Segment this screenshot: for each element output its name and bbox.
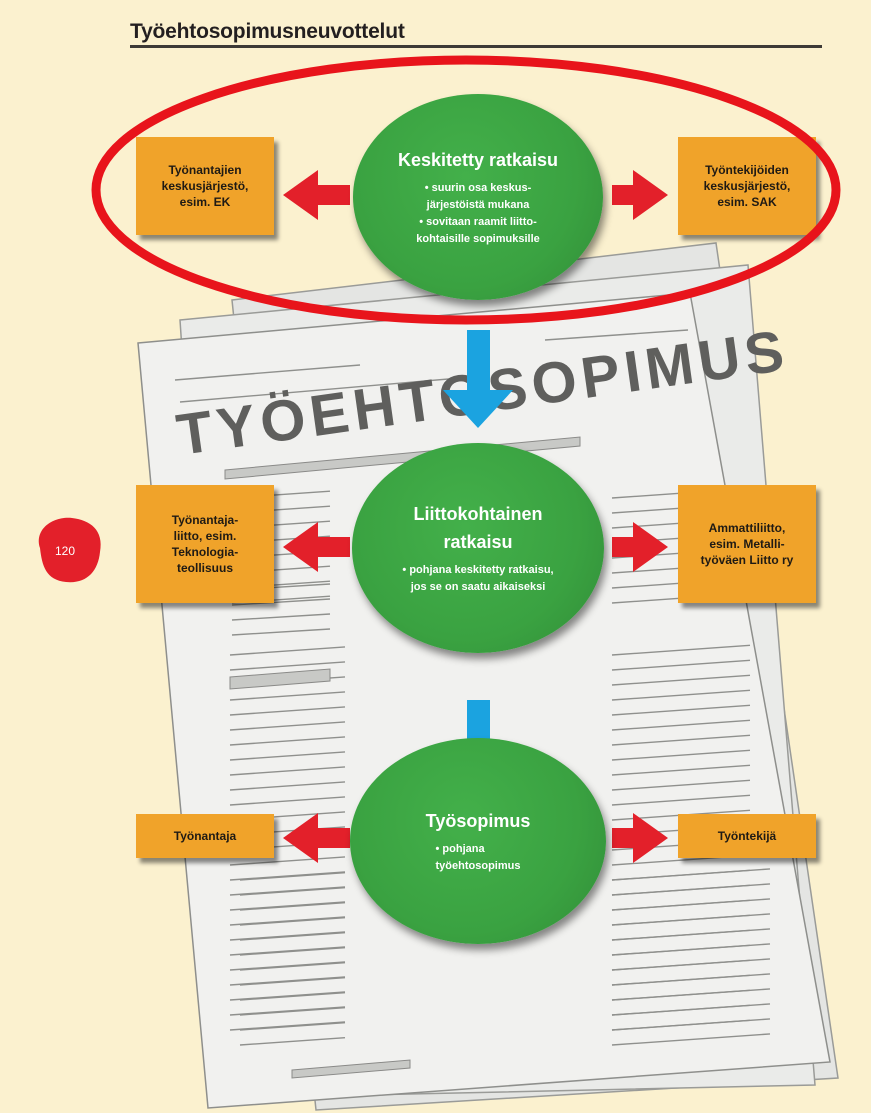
box-trade-union: Ammattiliitto, esim. Metalli- työväen Li… <box>678 485 816 603</box>
document-line <box>611 704 751 716</box>
red-arrow-left-2 <box>283 522 350 572</box>
bullet-item: • sovitaan raamit liitto- kohtaisille so… <box>416 216 540 245</box>
document-line <box>229 691 346 701</box>
box-employer-union: Työnantaja- liitto, esim. Teknologia- te… <box>136 485 274 603</box>
page-number-blob <box>38 517 101 583</box>
document-line <box>174 364 361 381</box>
document-line <box>611 521 691 529</box>
circle-centralized-solution: Keskitetty ratkaisu • suurin osa keskus-… <box>353 94 603 300</box>
document-line <box>611 596 691 604</box>
document-line <box>611 581 691 589</box>
document-line <box>239 1021 346 1031</box>
document-line <box>611 491 691 499</box>
document-line <box>611 958 771 971</box>
document-line <box>239 886 346 896</box>
document-line <box>611 719 751 731</box>
document-line <box>239 916 346 926</box>
document-line <box>611 1003 771 1016</box>
circle-union-level-solution: Liittokohtainen ratkaisu • pohjana keski… <box>352 443 604 653</box>
document-line <box>611 913 771 926</box>
document-line <box>611 988 771 1001</box>
red-arrow-left-1 <box>283 170 350 220</box>
document-line <box>229 736 346 746</box>
document-line <box>239 871 346 881</box>
document-line <box>611 764 751 776</box>
document-line <box>231 598 331 606</box>
red-arrow-right-2 <box>612 522 668 572</box>
page-number: 120 <box>54 544 76 558</box>
document-line <box>239 946 346 956</box>
bullet-item: • pohjana keskitetty ratkaisu, jos se on… <box>402 564 554 593</box>
document-line <box>229 661 346 671</box>
box-employee-central-org: Työntekijöiden keskusjärjestö, esim. SAK <box>678 137 816 235</box>
document-line <box>611 644 751 656</box>
document-line <box>611 674 751 686</box>
document-line <box>229 646 346 656</box>
document-text-lines <box>174 329 771 1046</box>
document-line <box>239 901 346 911</box>
document-line <box>239 1006 346 1016</box>
red-arrow-left-3 <box>283 813 350 863</box>
document-line <box>544 329 689 341</box>
document-line <box>611 794 751 806</box>
document-line <box>179 377 461 403</box>
document-line <box>611 689 751 701</box>
document-line <box>611 566 691 574</box>
title-underline <box>130 45 822 48</box>
circle-title: Työsopimus <box>425 811 531 831</box>
document-line <box>611 943 771 956</box>
document-line <box>611 973 771 986</box>
document-line <box>239 991 346 1001</box>
bullet-list: • pohjana työehtosopimus <box>436 841 521 875</box>
document-line <box>611 659 751 671</box>
page-title: Työehtosopimusneuvottelut <box>130 20 405 43</box>
document-line <box>239 961 346 971</box>
document-line <box>611 779 751 791</box>
document-line <box>611 883 771 896</box>
document-line <box>239 976 346 986</box>
circle-title: Liittokohtainen ratkaisu <box>413 504 543 552</box>
document-line <box>229 721 346 731</box>
blue-arrow-1 <box>443 330 513 428</box>
box-employee: Työntekijä <box>678 814 816 858</box>
circle-employment-contract: Työsopimus • pohjana työehtosopimus <box>350 738 606 944</box>
bullet-list: • pohjana keskitetty ratkaisu, jos se on… <box>402 562 553 596</box>
document-line <box>611 734 751 746</box>
document-line <box>229 796 346 806</box>
document-line <box>611 868 771 881</box>
red-arrow-right-3 <box>612 813 668 863</box>
box-employer-central-org: Työnantajien keskusjärjestö, esim. EK <box>136 137 274 235</box>
document-line <box>229 766 346 776</box>
document-line <box>231 628 331 636</box>
red-arrow-right-1 <box>612 170 668 220</box>
bullet-item: • suurin osa keskus- järjestöistä mukana <box>424 182 532 211</box>
document-line <box>611 1018 771 1031</box>
document-line <box>229 781 346 791</box>
box-employer: Työnantaja <box>136 814 274 858</box>
document-line <box>611 898 771 911</box>
circle-title: Keskitetty ratkaisu <box>397 150 559 170</box>
document-line <box>611 1033 771 1046</box>
bullet-item: • pohjana työehtosopimus <box>435 843 521 872</box>
document-line <box>229 751 346 761</box>
document-line <box>239 931 346 941</box>
document-line <box>239 1036 346 1046</box>
document-line <box>611 506 691 514</box>
document-line <box>611 928 771 941</box>
document-line <box>229 706 346 716</box>
document-line <box>231 613 331 621</box>
document-line <box>229 856 346 866</box>
document-line <box>611 749 751 761</box>
bullet-list: • suurin osa keskus- järjestöistä mukana… <box>416 180 540 248</box>
